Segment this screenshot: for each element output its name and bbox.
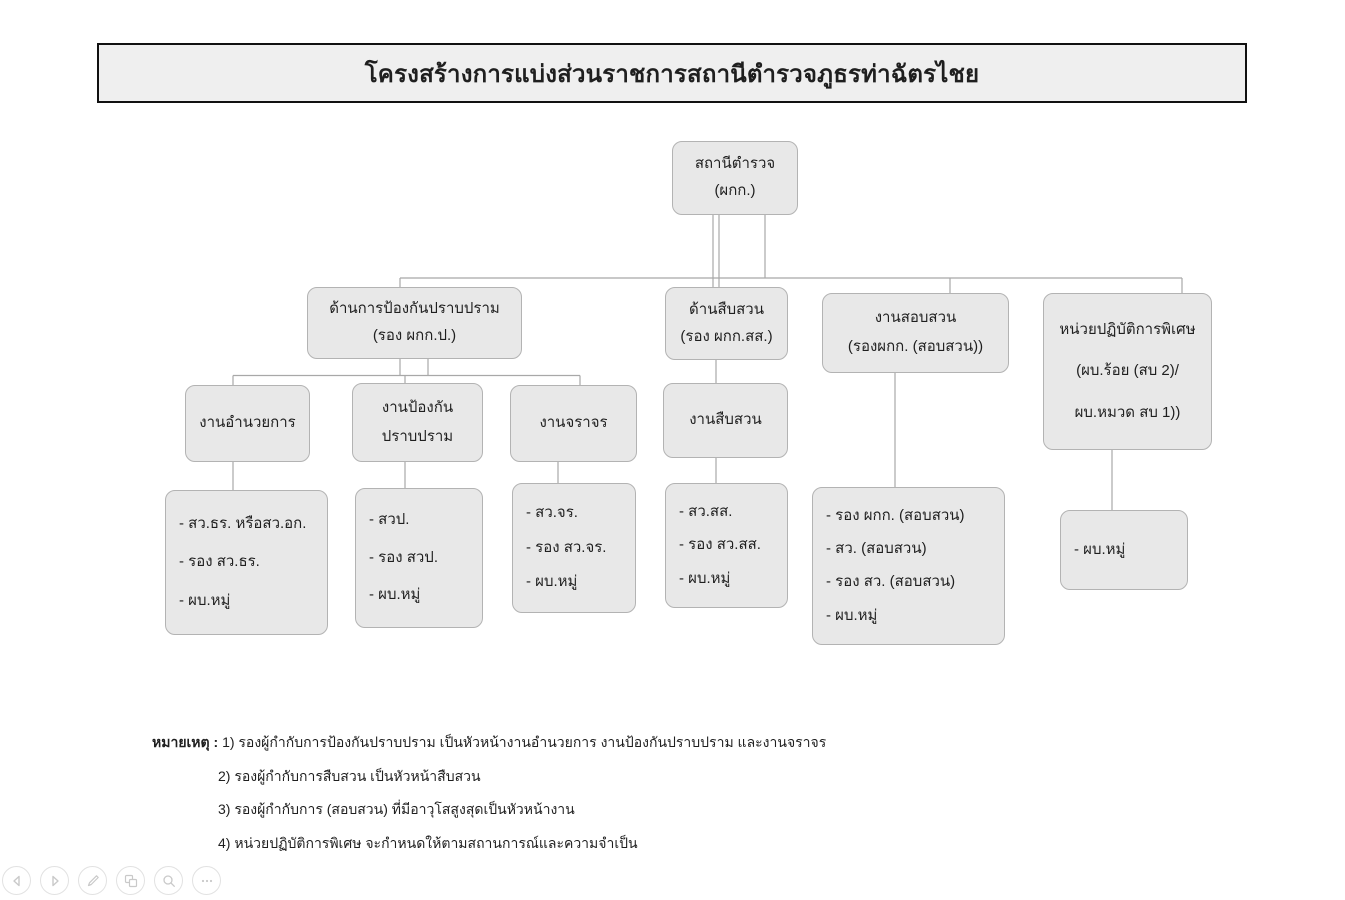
node-admin-unit: งานอำนวยการ — [185, 385, 310, 462]
node-text-line: ด้านการป้องกันปราบปราม — [329, 300, 500, 318]
node-text-line: งานอำนวยการ — [199, 414, 296, 432]
node-text-line: งานป้องกัน — [381, 398, 454, 416]
node-text-line: ด้านสืบสวน — [689, 300, 764, 318]
next-slide-button[interactable] — [40, 866, 69, 895]
node-text-line: - รอง สว. (สอบสวน) — [826, 573, 956, 591]
node-text-line: (รอง ผกก.ป.) — [372, 327, 457, 345]
pen-tool-button[interactable] — [78, 866, 107, 895]
node-investigation-staff: - สว.สส. - รอง สว.สส. - ผบ.หมู่ — [665, 483, 788, 608]
node-text-line: - ผบ.หมู่ — [1074, 540, 1126, 558]
node-inquiry-division: งานสอบสวน (รองผกก. (สอบสวน)) — [822, 293, 1009, 373]
node-text-line: - ผบ.หมู่ — [679, 569, 731, 587]
node-admin-staff: - สว.ธร. หรือสว.อก. - รอง สว.ธร. - ผบ.หมู่ — [165, 490, 328, 635]
node-text-line: - รอง สว.ธร. — [179, 553, 260, 571]
node-investigation-division: ด้านสืบสวน (รอง ผกก.สส.) — [665, 287, 788, 360]
previous-slide-button[interactable] — [2, 866, 31, 895]
node-special-ops-staff: - ผบ.หมู่ — [1060, 510, 1188, 590]
node-text-line: - ผบ.หมู่ — [826, 606, 878, 624]
node-prevention-division: ด้านการป้องกันปราบปราม (รอง ผกก.ป.) — [307, 287, 522, 359]
zoom-tool-button[interactable] — [154, 866, 183, 895]
node-text-line: - ผบ.หมู่ — [526, 573, 578, 591]
footnotes: หมายเหตุ : 1) รองผู้กำกับการป้องกันปราบป… — [152, 733, 912, 867]
node-traffic-staff: - สว.จร. - รอง สว.จร. - ผบ.หมู่ — [512, 483, 636, 613]
node-suppression-unit: งานป้องกันปราบปราม — [352, 383, 483, 462]
node-text-line: - สว.สส. — [679, 502, 733, 520]
more-options-button[interactable] — [192, 866, 221, 895]
node-text-line: (รอง ผกก.สส.) — [680, 327, 773, 345]
node-police-station: สถานีตำรวจ (ผกก.) — [672, 141, 798, 215]
node-text-line: (รองผกก. (สอบสวน)) — [847, 338, 984, 356]
node-text-line: - รอง สวป. — [369, 548, 438, 566]
see-all-slides-button[interactable] — [116, 866, 145, 895]
footnote-3: 3) รองผู้กำกับการ (สอบสวน) ที่มีอาวุโสสู… — [218, 801, 575, 818]
previous-icon — [10, 874, 24, 888]
zoom-icon — [162, 874, 176, 888]
footnote-1-text: 1) รองผู้กำกับการป้องกันปราบปราม เป็นหัว… — [222, 734, 827, 750]
node-text-line: - รอง สว.จร. — [526, 538, 607, 556]
node-suppression-staff: - สวป. - รอง สวป. - ผบ.หมู่ — [355, 488, 483, 628]
node-text-line: งานจราจร — [539, 414, 608, 432]
node-inquiry-staff: - รอง ผกก. (สอบสวน) - สว. (สอบสวน) - รอง ส… — [812, 487, 1005, 645]
pen-icon — [86, 874, 100, 888]
node-investigation-unit: งานสืบสวน — [663, 383, 788, 458]
node-text-line: สถานีตำรวจ — [694, 154, 776, 172]
node-text-line: - สว.จร. — [526, 503, 578, 521]
slideshow-controls — [2, 866, 221, 895]
footnote-label: หมายเหตุ : — [152, 734, 219, 750]
node-text-line: งานสืบสวน — [689, 411, 762, 429]
node-text-line: (ผบ.ร้อย (สบ 2)/ — [1076, 362, 1179, 380]
node-special-ops-division: หน่วยปฏิบัติการพิเศษ (ผบ.ร้อย (สบ 2)/ ผบ.ห… — [1043, 293, 1212, 450]
node-text-line: (ผกก.) — [714, 182, 756, 200]
node-text-line: หน่วยปฏิบัติการพิเศษ — [1059, 320, 1196, 338]
footnote-1: หมายเหตุ : 1) รองผู้กำกับการป้องกันปราบป… — [152, 733, 912, 753]
node-text-line: งานสอบสวน — [874, 308, 957, 326]
node-text-line: - สว.ธร. หรือสว.อก. — [179, 514, 307, 532]
footnote-4: 4) หน่วยปฏิบัติการพิเศษ จะกำหนดให้ตามสถา… — [218, 834, 638, 851]
node-text-line: ผบ.หมวด สบ 1)) — [1074, 403, 1181, 421]
node-text-line: ปราบปราม — [381, 427, 454, 445]
node-text-line: - ผบ.หมู่ — [369, 585, 421, 603]
node-text-line: - สวป. — [369, 511, 410, 529]
more-icon — [200, 874, 214, 888]
node-text-line: - รอง ผกก. (สอบสวน) — [826, 506, 965, 524]
node-traffic-unit: งานจราจร — [510, 385, 637, 462]
node-text-line: - สว. (สอบสวน) — [826, 539, 927, 557]
node-text-line: - รอง สว.สส. — [679, 536, 761, 554]
slides-icon — [124, 874, 138, 888]
footnote-2: 2) รองผู้กำกับการสืบสวน เป็นหัวหน้าสืบสว… — [218, 767, 481, 784]
chart-title: โครงสร้างการแบ่งส่วนราชการสถานีตำรวจภูธร… — [97, 43, 1247, 103]
node-text-line: - ผบ.หมู่ — [179, 591, 231, 609]
next-icon — [48, 874, 62, 888]
